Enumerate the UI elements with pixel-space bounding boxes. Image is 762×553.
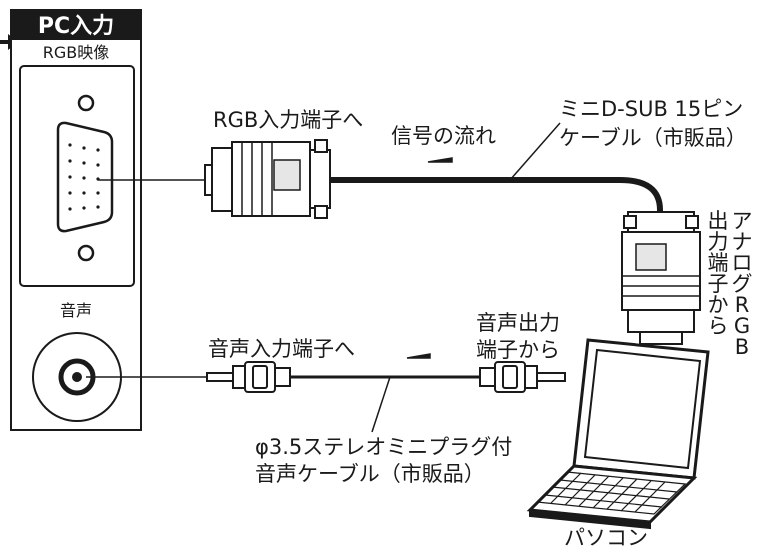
audio-plug-right bbox=[479, 361, 566, 393]
minid-callout-line bbox=[509, 122, 561, 181]
signal-flow-arrow-icon bbox=[427, 157, 453, 163]
rgb-in-label: RGB入力端子へ bbox=[213, 108, 363, 132]
vertical-char: か bbox=[708, 293, 729, 317]
audio-cable-label-1: φ3.5ステレオミニプラグ付 bbox=[255, 435, 512, 459]
vertical-char: 子 bbox=[708, 272, 729, 296]
vertical-char: ロ bbox=[732, 251, 753, 275]
rgb-connector-left bbox=[204, 139, 331, 219]
rgb-connector-right bbox=[621, 211, 701, 345]
rgb-cable bbox=[330, 177, 663, 222]
audio-plug-left bbox=[206, 361, 291, 393]
audio-cable-label-2: 音声ケーブル（市販品） bbox=[255, 462, 485, 486]
panel-arrow-icon bbox=[0, 34, 18, 50]
vertical-char: ナ bbox=[732, 230, 753, 254]
audio-in-label: 音声入力端子へ bbox=[208, 337, 355, 361]
laptop-icon bbox=[526, 338, 710, 530]
vertical-char: R bbox=[735, 293, 750, 317]
audio-flow-arrow-icon bbox=[406, 353, 431, 359]
audio-out-label-1: 音声出力 bbox=[476, 311, 560, 335]
vertical-char: ら bbox=[708, 314, 729, 338]
panel-header-bg bbox=[11, 10, 141, 40]
rgb-screw-top-icon bbox=[77, 94, 95, 112]
dsub-pins bbox=[68, 143, 100, 211]
vertical-char: G bbox=[734, 314, 750, 338]
audio-out-label-2: 端子から bbox=[476, 338, 560, 362]
panel-rgb-label: RGB映像 bbox=[43, 43, 110, 62]
minid-cable-label-1: ミニD-SUB 15ピン bbox=[559, 97, 743, 121]
vertical-char: ア bbox=[732, 209, 753, 233]
vertical-char: B bbox=[735, 335, 749, 359]
vertical-char: 端 bbox=[708, 251, 729, 275]
pc-input-panel: PC入力 RGB映像 音声 bbox=[0, 9, 142, 431]
analog-rgb-out-col2: 出力端子から bbox=[708, 209, 729, 338]
rgb-screw-bottom-icon bbox=[77, 244, 95, 262]
minid-cable-label-2: ケーブル（市販品） bbox=[559, 126, 747, 150]
signal-flow-label: 信号の流れ bbox=[391, 124, 496, 148]
pc-label: パソコン bbox=[564, 526, 648, 550]
panel-header: PC入力 bbox=[38, 14, 114, 39]
vertical-char: 出 bbox=[708, 209, 729, 233]
panel-audio-label: 音声 bbox=[60, 301, 92, 320]
vertical-char: グ bbox=[732, 272, 753, 296]
audio-callout-line bbox=[371, 376, 391, 433]
audio-jack-center bbox=[72, 372, 82, 382]
vertical-char: 力 bbox=[708, 230, 729, 254]
